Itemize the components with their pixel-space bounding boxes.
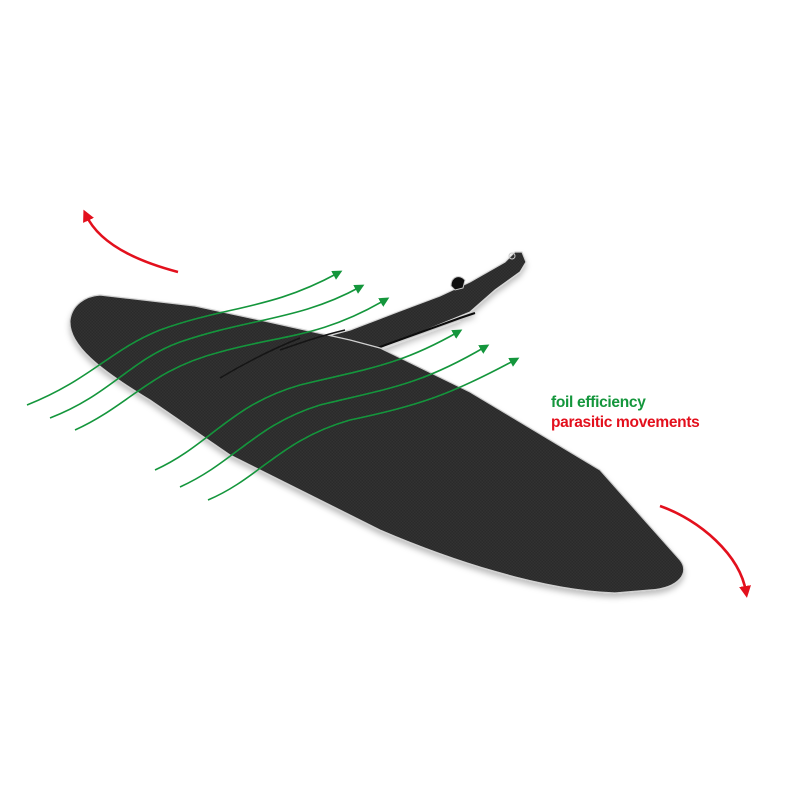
- wing-seam: [219, 337, 301, 379]
- flow-arrow: [74, 297, 390, 431]
- parasitic-arrow-up: [83, 209, 179, 274]
- flow-arrow: [179, 344, 490, 488]
- mount-bolt-icon: [508, 252, 516, 260]
- legend: foil efficiency parasitic movements: [551, 393, 700, 433]
- flow-streamlines: [26, 270, 520, 501]
- flow-arrow: [49, 284, 365, 419]
- front-wing: [69, 294, 685, 594]
- flow-arrow: [207, 357, 520, 501]
- legend-foil-efficiency: foil efficiency: [551, 394, 646, 411]
- mount-hole-icon: [450, 276, 466, 291]
- parasitic-arrow-down: [659, 504, 751, 598]
- legend-parasitic-movements: parasitic movements: [551, 414, 700, 431]
- flow-arrow: [26, 270, 343, 406]
- flow-arrow: [154, 329, 463, 471]
- wing-seam: [279, 329, 346, 351]
